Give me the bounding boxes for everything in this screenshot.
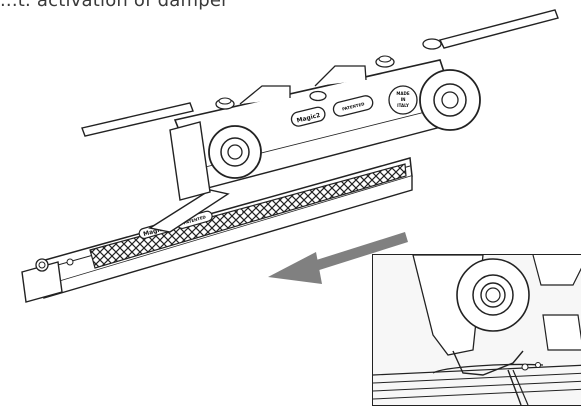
carriage-body: Magic2 PATENTED MADE IN ITALY <box>169 38 461 201</box>
nut-right <box>375 55 395 68</box>
rod-right <box>438 9 559 49</box>
svg-text:ITALY: ITALY <box>397 103 409 108</box>
rod-left <box>81 102 194 137</box>
detail-inset <box>372 254 581 406</box>
wheel-right <box>419 69 481 131</box>
inset-illustration <box>373 255 581 405</box>
nut-left <box>215 97 235 110</box>
direction-arrow <box>268 232 408 284</box>
svg-text:IN: IN <box>401 97 406 102</box>
lower-track: Magic2 PATENTED <box>21 157 413 303</box>
support-arm <box>148 189 230 233</box>
wheel-left <box>208 125 262 179</box>
svg-text:MADE: MADE <box>396 91 409 96</box>
badge-patented: PATENTED <box>341 101 365 112</box>
nut-center <box>309 90 327 102</box>
nut-far-right <box>422 38 442 50</box>
badge-made-in-italy: MADE IN ITALY <box>388 85 418 115</box>
caption: ...t. activation of damper <box>0 0 229 11</box>
lower-badge: PATENTED <box>183 214 207 225</box>
